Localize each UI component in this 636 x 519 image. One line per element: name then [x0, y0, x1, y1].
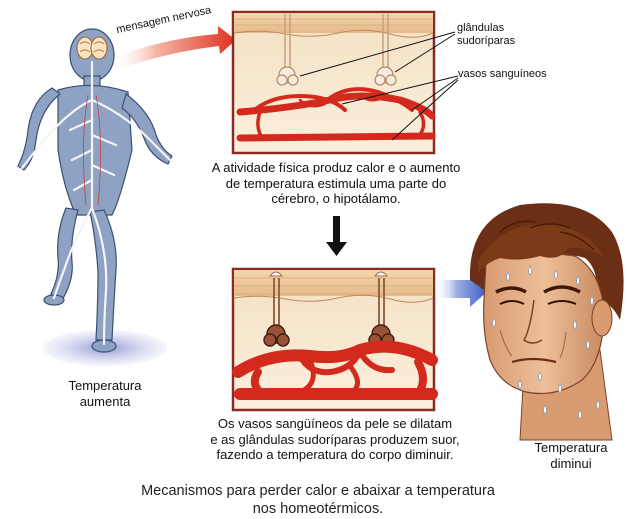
down-arrow [326, 216, 347, 256]
text-bottom: Os vasos sangüíneos da pele se dilatam e… [190, 416, 480, 463]
skin-section-bottom [233, 269, 434, 410]
text-top: A atividade física produz calor e o aume… [196, 160, 476, 207]
figure-caption: Mecanismos para perder calor e abaixar a… [60, 482, 576, 518]
runner-label: Temperatura aumenta [50, 378, 160, 409]
runner-figure [18, 29, 172, 366]
skin-section-top [233, 12, 434, 153]
blood-vessels-label: vasos sanguíneos [458, 68, 547, 81]
sweat-glands-label: glândulas sudoríparas [457, 22, 515, 48]
face-label: Temperatura diminui [516, 440, 626, 471]
sweating-face [470, 203, 624, 440]
